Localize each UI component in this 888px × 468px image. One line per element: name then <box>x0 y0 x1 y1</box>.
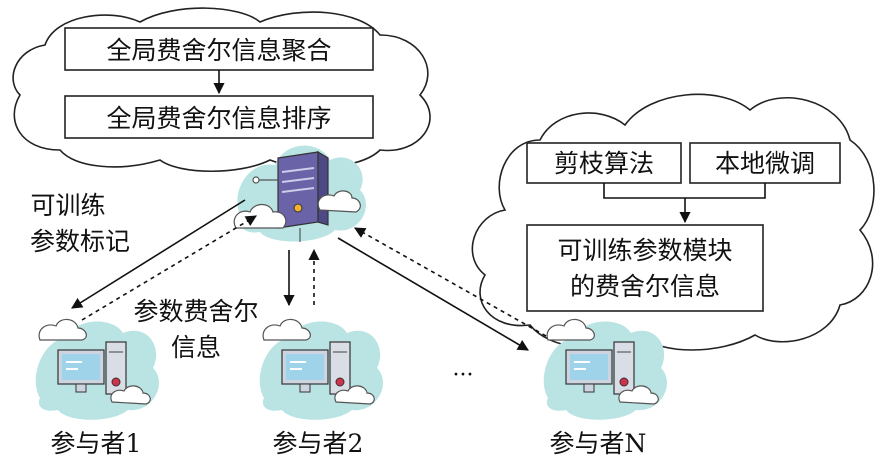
module-info-line2: 的费舍尔信息 <box>570 272 720 301</box>
participant-node-2 <box>259 318 383 420</box>
small-cloud-icon <box>38 318 151 405</box>
global-sort-box <box>64 95 374 139</box>
p1-to-server-arrow <box>81 215 257 321</box>
computer-icon <box>565 341 635 395</box>
global-aggregate-box <box>64 27 374 71</box>
server-to-p1-arrow <box>71 199 246 309</box>
prune-label: 剪枝算法 <box>554 149 654 178</box>
participant-label-1: 参与者1 <box>51 429 142 458</box>
fisher-label-line1: 参数费舍尔 <box>133 297 258 326</box>
mark-label-line1: 可训练 <box>30 191 105 220</box>
ellipsis: ··· <box>453 363 474 388</box>
server-to-pn-arrow <box>337 237 529 351</box>
module-info-box <box>526 224 764 312</box>
small-cloud-icon <box>546 318 659 405</box>
server-node <box>233 145 366 242</box>
participant-node-1 <box>35 318 159 420</box>
participant-label-n: 参与者N <box>550 429 647 458</box>
computer-icon <box>57 341 127 395</box>
participant-node-n <box>543 318 667 420</box>
participant-label-2: 参与者2 <box>273 429 364 458</box>
global-sort-label: 全局费舍尔信息排序 <box>106 104 331 133</box>
prune-box <box>526 142 682 184</box>
fisher-label-line2: 信息 <box>171 333 221 362</box>
computer-icon <box>281 341 351 395</box>
global-aggregate-label: 全局费舍尔信息聚合 <box>106 36 331 65</box>
finetune-box <box>689 142 841 184</box>
server-icon <box>252 150 329 242</box>
module-info-line1: 可训练参数模块 <box>557 236 732 265</box>
small-cloud-icon <box>262 318 375 405</box>
mark-label-line2: 参数标记 <box>30 227 130 256</box>
finetune-label: 本地微调 <box>715 149 815 178</box>
